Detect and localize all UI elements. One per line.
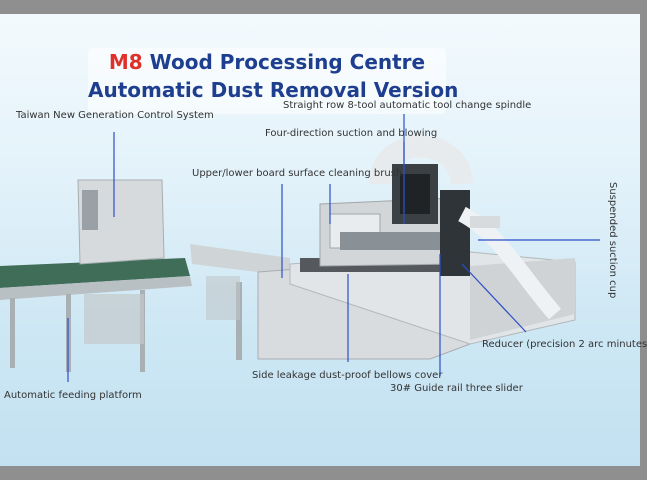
bottom-letterbox (0, 466, 640, 480)
title-line-1-text: Wood Processing Centre (142, 50, 426, 74)
table-leg (236, 282, 242, 360)
title-line-1: M8 Wood Processing Centre (88, 50, 446, 74)
title-panel (88, 48, 446, 114)
label-suction-cup: Suspended suction cup (607, 182, 618, 299)
conveyor-leg (10, 298, 15, 368)
label-spindle: Straight row 8-tool automatic tool chang… (283, 100, 532, 111)
cabinet-panel (82, 190, 98, 230)
label-feeding-platform: Automatic feeding platform (4, 390, 142, 401)
control-cabinet (77, 179, 165, 265)
gantry-motor (440, 190, 470, 276)
roller-table (190, 244, 290, 276)
suction-cup-rail (470, 216, 500, 228)
title-line-2: Automatic Dust Removal Version (88, 78, 459, 102)
label-suction-blowing: Four-direction suction and blowing (265, 128, 438, 139)
conveyor-frame (0, 276, 192, 300)
product-photo: M8 Wood Processing Centre Automatic Dust… (0, 14, 647, 466)
top-letterbox (0, 0, 640, 14)
conveyor-belt (0, 258, 190, 288)
leader-lines (67, 114, 600, 382)
dust-duct (369, 135, 473, 186)
label-bellows: Side leakage dust-proof bellows cover (252, 370, 443, 381)
label-control-system: Taiwan New Generation Control System (16, 110, 214, 121)
table-support (206, 276, 240, 320)
spindle-head (400, 174, 430, 214)
conveyor-support (84, 294, 144, 344)
label-reducer: Reducer (precision 2 arc minutes (482, 339, 647, 350)
bed-side (470, 258, 575, 340)
model-code: M8 (108, 50, 143, 74)
brush-head (340, 232, 440, 250)
machine-illustration (0, 114, 600, 382)
label-guide-rail: 30# Guide rail three slider (390, 383, 523, 394)
label-cleaning-brush: Upper/lower board surface cleaning brush (192, 168, 403, 179)
